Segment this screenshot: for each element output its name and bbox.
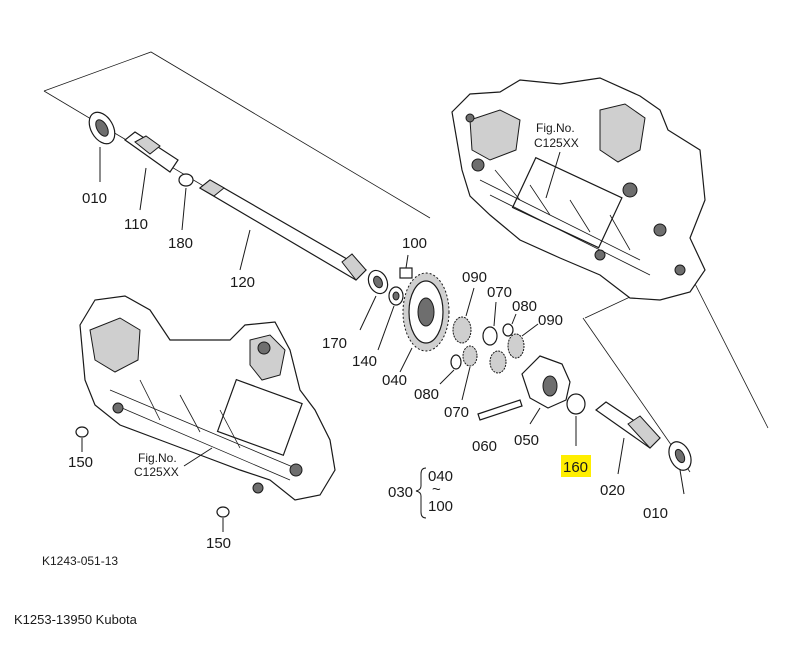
label-group-tilde: ~ bbox=[432, 481, 441, 498]
upper-transmission-case bbox=[451, 77, 706, 301]
label-120: 120 bbox=[230, 274, 255, 291]
lower-fig-ref-line1: Fig.No. bbox=[138, 451, 177, 465]
label-060: 060 bbox=[472, 438, 497, 455]
lower-fig-ref-line2: C125XX bbox=[134, 465, 179, 479]
bearing-170 bbox=[359, 269, 389, 331]
shaft-020 bbox=[595, 401, 661, 475]
label-080-lower: 080 bbox=[414, 386, 439, 403]
label-040: 040 bbox=[382, 372, 407, 389]
label-080-upper: 080 bbox=[512, 298, 537, 315]
label-170: 170 bbox=[322, 335, 347, 352]
bushing-180 bbox=[178, 173, 194, 231]
upper-fig-ref-line2: C125XX bbox=[534, 136, 579, 150]
label-150-upper: 150 bbox=[68, 454, 93, 471]
label-020: 020 bbox=[600, 482, 625, 499]
thrust-washer-070-upper bbox=[482, 301, 498, 346]
label-090-upper: 090 bbox=[462, 269, 487, 286]
thrust-washer-070-lower bbox=[461, 345, 478, 401]
shaft-110 bbox=[124, 131, 179, 211]
part-caption: K1253-13950 Kubota bbox=[14, 612, 137, 627]
label-010-lower: 010 bbox=[643, 505, 668, 522]
label-110: 110 bbox=[124, 216, 148, 233]
label-160: 160 bbox=[563, 459, 588, 476]
pinion-080-upper bbox=[502, 313, 517, 337]
label-070-upper: 070 bbox=[487, 284, 512, 301]
label-070-lower: 070 bbox=[444, 404, 469, 421]
ring-gear-040 bbox=[399, 272, 450, 373]
shaft-120 bbox=[198, 179, 367, 281]
drawing-code: K1243-051-13 bbox=[42, 554, 118, 568]
lower-transmission-case bbox=[79, 295, 336, 501]
label-group-040: 040 bbox=[428, 468, 453, 485]
label-030: 030 bbox=[388, 484, 413, 501]
assembly-030-bracket bbox=[415, 467, 427, 519]
washer-140 bbox=[377, 286, 404, 351]
part-number-labels: 010 110 180 120 100 090 070 080 090 170 … bbox=[68, 190, 668, 552]
label-150-lower: 150 bbox=[206, 535, 231, 552]
bushing-160 bbox=[566, 393, 586, 446]
label-180: 180 bbox=[168, 235, 193, 252]
plug-150-lower bbox=[216, 506, 230, 532]
label-090-lower: 090 bbox=[538, 312, 563, 329]
bevel-gear-090-upper bbox=[452, 287, 475, 344]
highlight-160 bbox=[561, 455, 591, 477]
label-050: 050 bbox=[514, 432, 539, 449]
bearing-010-upper bbox=[88, 111, 116, 182]
plug-150-upper bbox=[75, 426, 89, 452]
upper-fig-ref-line1: Fig.No. bbox=[536, 121, 575, 135]
bevel-gear-090-lower bbox=[507, 323, 539, 359]
bearing-010-lower bbox=[668, 441, 692, 495]
label-140: 140 bbox=[352, 353, 377, 370]
label-010-upper: 010 bbox=[82, 190, 107, 207]
bolt-100 bbox=[399, 254, 413, 279]
pinion-080-lower bbox=[439, 354, 462, 385]
label-group-100: 100 bbox=[428, 498, 453, 515]
pin-060 bbox=[477, 399, 523, 421]
label-100: 100 bbox=[402, 235, 427, 252]
differential-case-050 bbox=[521, 355, 571, 425]
side-gear bbox=[489, 350, 507, 374]
